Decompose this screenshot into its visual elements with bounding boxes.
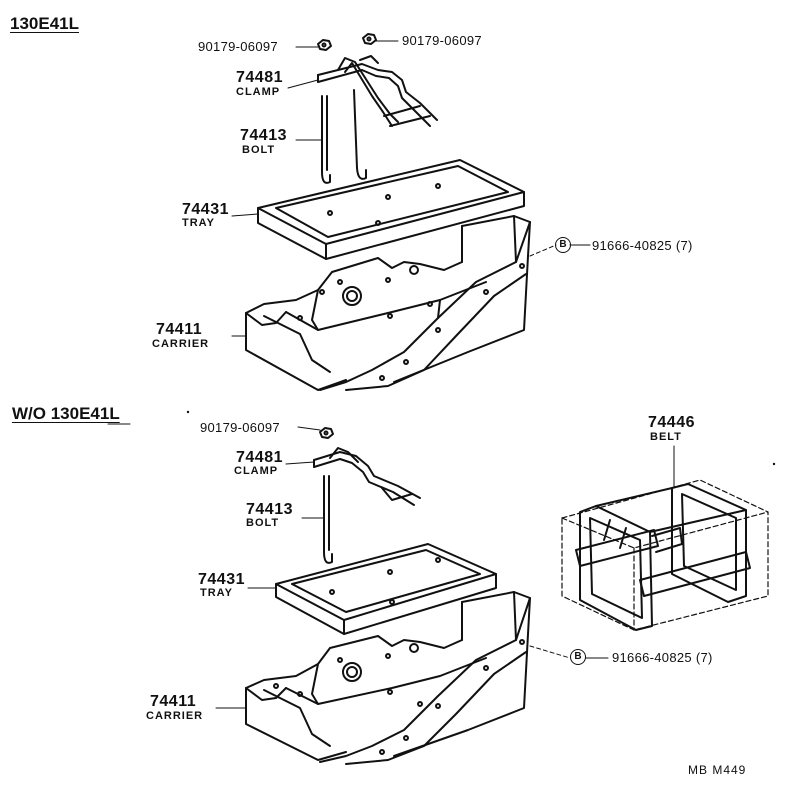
belt-number: 74446 (648, 414, 695, 431)
tray-top (257, 159, 525, 260)
tray-label: TRAY (200, 587, 233, 599)
hook-bolt-bottom (323, 475, 333, 564)
section-heading-130e41l: 130E41L (10, 14, 79, 33)
footer-diagram-code: MB M449 (688, 763, 747, 777)
clamp-bottom (313, 447, 421, 506)
bolt-label: BOLT (246, 517, 280, 529)
nut-part-number: 90179-06097 (200, 420, 280, 435)
bolt-b-part-number: 91666-40825 (7) (612, 650, 713, 665)
hook-bolt-top-left (321, 95, 331, 184)
belt-assembly (561, 479, 769, 631)
clamp-label: CLAMP (236, 86, 281, 98)
bolt-b-symbol: B (555, 237, 571, 253)
carrier-bottom (245, 591, 531, 765)
bolt-number: 74413 (246, 501, 293, 518)
carrier-number: 74411 (156, 321, 203, 338)
bolt-label: BOLT (242, 144, 276, 156)
bolt-number: 74413 (240, 127, 287, 144)
bolt-b-symbol: B (570, 649, 586, 665)
nut-bottom (319, 427, 334, 439)
tray-number: 74431 (198, 571, 245, 588)
section-heading-wo-130e41l: W/O 130E41L (12, 404, 120, 423)
nut-part-number-right: 90179-06097 (402, 33, 482, 48)
carrier-top (245, 215, 531, 391)
nut-top-left (317, 39, 332, 51)
carrier-number: 74411 (150, 693, 197, 710)
hook-bolt-top-right (353, 89, 367, 180)
leader-lines (215, 40, 675, 709)
belt-label: BELT (650, 431, 682, 443)
tray-bottom (275, 543, 497, 635)
carrier-label: CARRIER (146, 710, 204, 722)
clamp-number: 74481 (236, 449, 283, 466)
bolt-b-part-number: 91666-40825 (7) (592, 238, 693, 253)
nut-part-number-left: 90179-06097 (198, 39, 278, 54)
tray-label: TRAY (182, 217, 215, 229)
clamp-top (317, 55, 438, 127)
tray-number: 74431 (182, 201, 229, 218)
carrier-label: CARRIER (152, 338, 210, 350)
clamp-label: CLAMP (234, 465, 279, 477)
clamp-number: 74481 (236, 69, 283, 86)
nut-top-right (362, 33, 377, 45)
